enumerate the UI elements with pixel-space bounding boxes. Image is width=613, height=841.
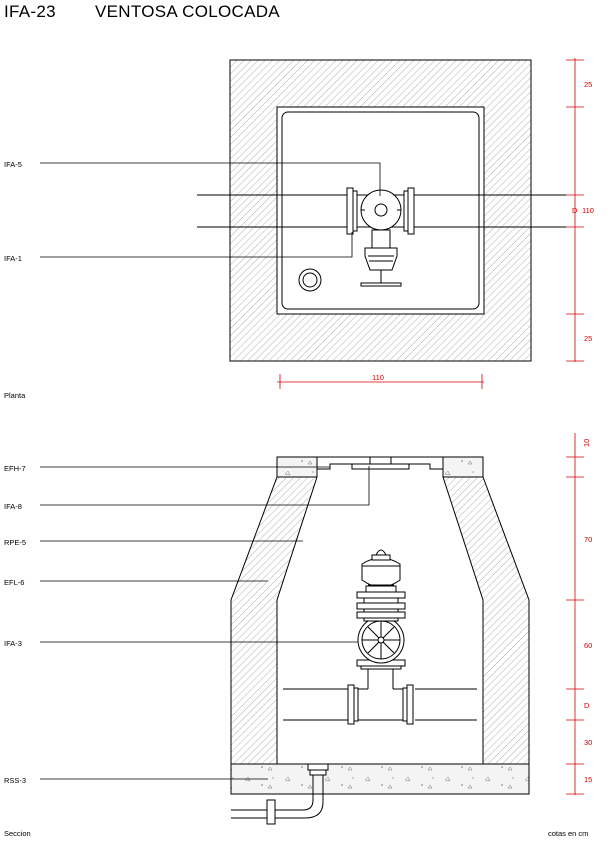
drawing-code: IFA-23	[4, 2, 56, 21]
plan-dimension-right	[566, 58, 584, 362]
plan-drain-outlet	[298, 268, 322, 292]
section-dim-30: 30	[584, 738, 592, 747]
plan-dim-bottom: 25	[584, 334, 592, 343]
plan-dimension-bottom	[277, 374, 484, 389]
units-note: cotas en cm	[548, 829, 588, 838]
section-label-efh7: EFH-7	[4, 464, 26, 473]
section-wall-left	[230, 476, 318, 765]
section-air-valve	[361, 549, 401, 593]
plan-gate-valve	[360, 229, 402, 287]
plan-label-ifa5: IFA-5	[4, 160, 22, 169]
plan-dim-d: D	[572, 206, 578, 215]
plan-caption: Planta	[4, 391, 26, 400]
section-label-ifa3: IFA-3	[4, 639, 22, 648]
section-label-efl6: EFL-6	[4, 578, 24, 587]
plan-valve-core	[374, 203, 388, 217]
section-dim-70: 70	[584, 535, 592, 544]
section-wall-right	[442, 476, 530, 765]
section-manhole-frame	[316, 456, 444, 470]
section-drain-pipe	[231, 763, 329, 825]
section-base-slab	[230, 763, 530, 795]
section-dim-60: 60	[584, 641, 592, 650]
section-pipe-flanges	[347, 684, 414, 725]
plan-dim-width: 110	[582, 206, 594, 215]
section-label-ifa8: IFA-8	[4, 502, 22, 511]
section-main-pipe	[283, 688, 477, 721]
section-label-rpe5: RPE-5	[4, 538, 26, 547]
plan-hatched-wall	[229, 59, 532, 362]
section-dimension-right	[566, 433, 584, 795]
section-dim-d: D	[584, 701, 590, 710]
section-tee	[358, 668, 403, 721]
section-upper-flanges	[356, 591, 406, 622]
plan-view: IFA-5 IFA-1 25 D 110 25 110 Planta	[4, 58, 594, 400]
drawing-title: VENTOSA COLOCADA	[95, 2, 280, 21]
plan-flange-right	[403, 187, 415, 235]
section-caption: Seccion	[4, 829, 31, 838]
section-dim-15: 15	[584, 775, 592, 784]
plan-dim-horizontal: 110	[372, 373, 384, 382]
section-gate-valve	[357, 616, 405, 664]
section-label-rss3: RSS-3	[4, 776, 26, 785]
section-view: EFH-7 IFA-8 RPE-5 EFL-6 IFA-3 RSS-3 10 7…	[4, 433, 592, 838]
plan-label-ifa1: IFA-1	[4, 254, 22, 263]
section-cover-right	[442, 456, 484, 478]
plan-flange-left	[346, 187, 358, 235]
plan-dim-top: 25	[584, 80, 592, 89]
section-dim-10: 10	[582, 439, 591, 447]
plan-pipe	[197, 194, 566, 228]
